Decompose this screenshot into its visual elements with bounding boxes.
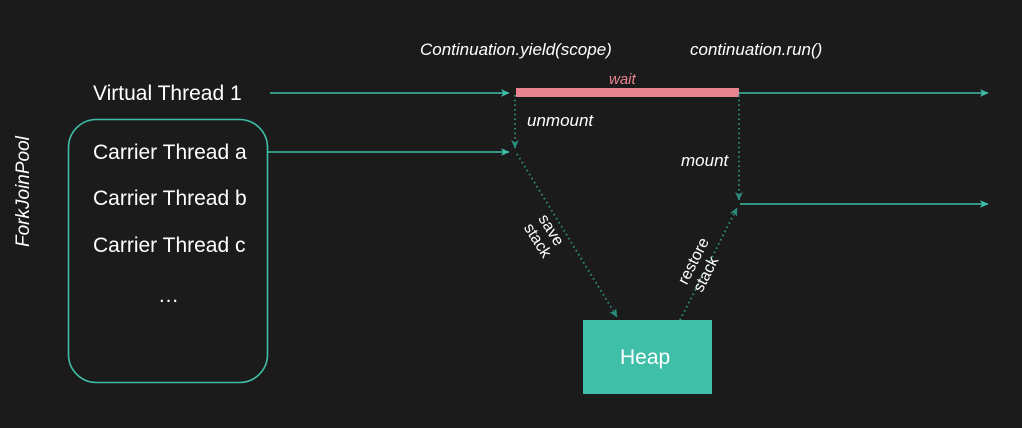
wait-label: wait bbox=[609, 71, 636, 88]
continuation-run-label: continuation.run() bbox=[690, 40, 823, 59]
forkjoinpool-container bbox=[67, 118, 269, 384]
forkjoinpool-label: ForkJoinPool bbox=[13, 136, 34, 247]
restore-stack-arrow bbox=[679, 207, 738, 321]
carrier-thread-ellipsis-label: … bbox=[158, 284, 181, 307]
mount-label: mount bbox=[681, 151, 729, 170]
carrier-thread-a-label: Carrier Thread a bbox=[93, 141, 247, 164]
heap-box bbox=[583, 320, 712, 394]
continuation-yield-label: Continuation.yield(scope) bbox=[420, 40, 612, 59]
heap-label: Heap bbox=[620, 346, 671, 369]
virtual-thread-label: Virtual Thread 1 bbox=[93, 82, 242, 105]
carrier-thread-c-label: Carrier Thread c bbox=[93, 234, 246, 257]
carrier-thread-b-label: Carrier Thread b bbox=[93, 187, 247, 210]
wait-bar bbox=[516, 88, 739, 97]
unmount-label: unmount bbox=[527, 111, 594, 130]
